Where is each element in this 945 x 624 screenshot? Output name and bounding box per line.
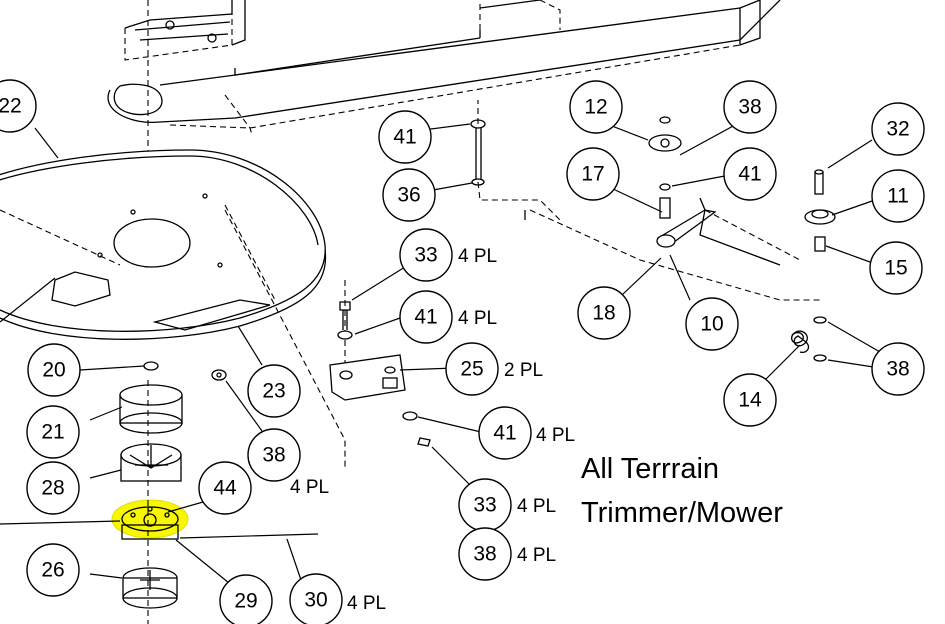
callout-38-pulley: 38 [723,80,777,134]
svg-text:38: 38 [886,358,909,381]
callout-15: 15 [869,241,923,295]
nut-38 [211,369,227,381]
svg-text:38: 38 [738,96,761,119]
callout-41-bracket: 41 [399,290,453,344]
callout-20: 20 [27,343,81,397]
callout-30: 30 [289,573,343,624]
callout-38-nut: 38 [247,428,301,482]
svg-text:33: 33 [473,494,496,517]
svg-text:18: 18 [592,302,615,325]
svg-text:38: 38 [473,543,496,566]
svg-text:25: 25 [460,358,483,381]
frame-arm [107,0,781,240]
svg-text:17: 17 [581,163,604,186]
pulley-11 [804,169,836,252]
svg-text:22: 22 [0,95,22,118]
callout-21: 21 [26,405,80,459]
callout-12: 12 [569,80,623,134]
svg-text:26: 26 [41,559,64,582]
callout-23: 23 [247,364,301,418]
callout-38-lower: 38 [458,527,512,581]
spindle-stack [0,361,319,624]
svg-text:33: 33 [414,244,437,267]
svg-text:44: 44 [213,477,237,500]
svg-text:28: 28 [41,477,64,500]
svg-text:23: 23 [262,380,285,403]
callout-29: 29 [219,574,273,624]
svg-text:32: 32 [886,118,909,141]
svg-text:29: 29 [234,590,257,613]
callout-10: 10 [685,297,739,351]
svg-text:30: 30 [304,589,327,612]
callout-17: 17 [566,147,620,201]
callout-22: 22 [0,79,37,133]
svg-text:12: 12 [584,96,607,119]
callout-32: 32 [871,102,925,156]
callout-26: 26 [26,543,80,597]
callout-41-bolt: 41 [378,110,432,164]
callout-11: 11 [871,169,925,223]
svg-text:36: 36 [397,184,420,207]
callout-41-lower: 41 [478,406,532,460]
idler-arm [524,116,820,301]
leader-lines [0,123,881,584]
svg-text:15: 15 [884,257,907,280]
qty-25: 2 PL [504,360,543,381]
svg-text:21: 21 [41,421,64,444]
svg-text:38: 38 [262,444,285,467]
callout-38-spring: 38 [871,342,925,396]
svg-text:41: 41 [738,163,761,186]
blade-hub-highlight [111,499,189,539]
svg-text:20: 20 [42,359,65,382]
svg-text:41: 41 [414,306,437,329]
title-line-2: Trimmer/Mower [581,497,783,529]
qty-38-lower: 4 PL [517,545,556,566]
qty-33-lower: 4 PL [517,496,556,517]
title-line-1: All Terrrain [581,453,719,485]
deck-disc [0,149,327,340]
callout-36: 36 [382,168,436,222]
callout-33-top: 33 [399,228,453,282]
svg-text:14: 14 [738,389,762,412]
svg-text:11: 11 [887,185,909,208]
svg-text:41: 41 [493,422,516,445]
qty-41-bracket: 4 PL [458,308,497,329]
callout-25: 25 [445,342,499,396]
callout-18: 18 [577,286,631,340]
qty-30: 4 PL [347,593,386,614]
callout-33-lower: 33 [458,478,512,532]
callout-44: 44 [198,461,252,515]
callout-41-pulley: 41 [723,147,777,201]
svg-text:41: 41 [393,126,416,149]
spring-14 [791,316,827,362]
callout-28: 28 [26,461,80,515]
bolt-36 [470,100,561,221]
callout-14: 14 [723,373,777,427]
svg-text:10: 10 [700,313,723,336]
qty-41-lower: 4 PL [536,425,575,446]
qty-33-top: 4 PL [458,246,497,267]
bracket-25 [224,209,431,470]
qty-38-nut: 4 PL [290,477,329,498]
